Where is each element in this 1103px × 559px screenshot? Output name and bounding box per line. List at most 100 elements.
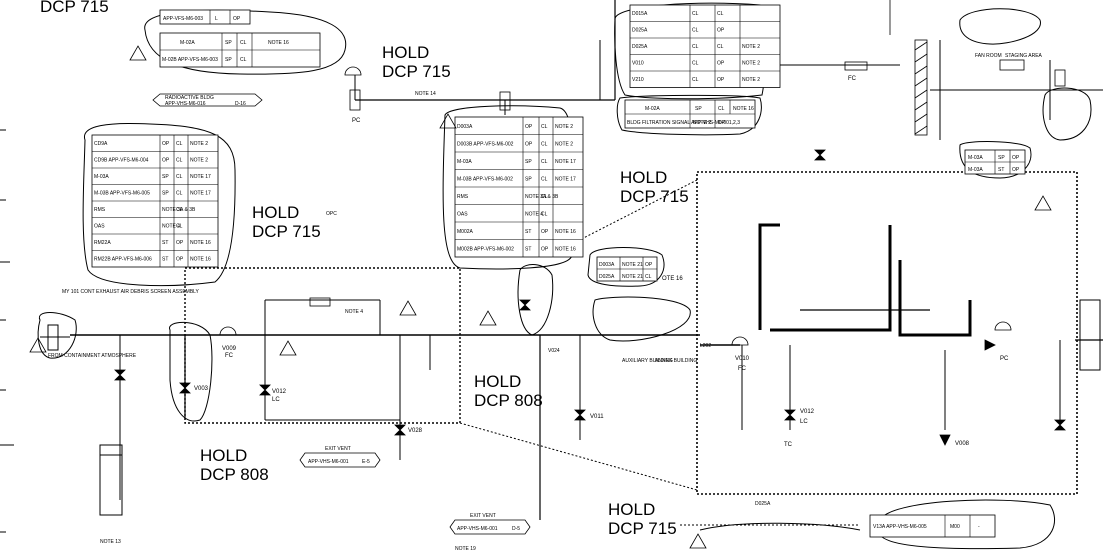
tableCenter-r4c0: RMS: [457, 194, 469, 200]
tableTopRight-r3c2: OP: [717, 61, 725, 67]
hold-7-line2: DCP 715: [608, 519, 677, 538]
tableCenter-r3c0: M-03B APP-VFS-M6-002: [457, 176, 513, 182]
tableTopRight-r4c2: OP: [717, 77, 725, 83]
table-top-small: APP-VFS-M6-003 L OP: [159, 9, 251, 25]
tableTopRight-r0c2: CL: [717, 11, 724, 17]
t8-c2: -: [978, 524, 980, 530]
tableLeft-r6c1: ST: [162, 240, 168, 246]
v009-label: V009: [222, 346, 237, 352]
from-cont-label: FROM CONTAINMENT ATMOSPHERE: [48, 353, 137, 359]
table-mid-right: D003A NOTE 21 OP D025A NOTE 21 CL: [596, 256, 658, 282]
fc-label: FC: [225, 353, 234, 359]
t2-r1c2: CL: [240, 57, 247, 63]
exit-vent-label: EXIT VENT: [325, 446, 351, 452]
screen-assembly: [40, 324, 123, 516]
tableLeft-r3c1: SP: [162, 191, 169, 197]
valve-upper: [519, 299, 531, 311]
tableCenter-r5c0: OAS: [457, 211, 468, 217]
tableCenter-r7c0: M002B APP-VFS-M6-002: [457, 246, 514, 252]
tableCenter-r6c1: ST: [525, 229, 531, 235]
hold-4-line2: DCP 715: [620, 187, 689, 206]
tableCenter-r4c1: NOTE 3A & 3B: [525, 194, 559, 200]
v010-label: V010: [735, 356, 750, 362]
exit-vent2-label: EXIT VENT: [470, 513, 496, 519]
valve-v008: [939, 434, 951, 446]
tableLeft-r6c2: OP: [176, 240, 184, 246]
tableTopRight-r1c2: OP: [717, 28, 725, 34]
tableTopRight-r3c0: V010: [632, 61, 644, 67]
tableTopRight-r2c0: D025A: [632, 44, 648, 50]
v024-label: V024: [548, 348, 560, 354]
tableCenter-r0c3: NOTE 2: [555, 124, 573, 130]
valve-v028: [394, 424, 406, 436]
tableTopRight-r2c1: CL: [692, 44, 699, 50]
hold-label-5: HOLD DCP 808: [474, 372, 543, 410]
tableTopRight-r0c1: CL: [692, 11, 699, 17]
exit-vent2-ref2: D-5: [512, 526, 520, 532]
fc-label-2: FC: [738, 366, 747, 372]
tableLeft-r5c0: OAS: [94, 224, 105, 230]
valves: [114, 149, 1066, 446]
hold-1-line2: DCP 715: [40, 0, 109, 16]
t7-r1c0: M-03A: [968, 167, 983, 173]
exit-vent-ref2: E-5: [362, 459, 370, 465]
tableLeft-r4c2: CL: [176, 207, 183, 213]
table-top-right-2: M-02A SP CL NOTE 16 BLDG FILTRATION SIGN…: [624, 99, 756, 129]
t5-r1c0: BLDG FILTRATION SIGNAL APP-VHS-M6-001,2,…: [627, 120, 740, 126]
tableLeft-r2c0: M-03A: [94, 174, 109, 180]
tableCenter-r3c1: SP: [525, 176, 532, 182]
tableCenter-r1c2: CL: [541, 141, 548, 147]
hold-4-line1: HOLD: [620, 168, 668, 187]
v008-label: V008: [955, 441, 970, 447]
tableLeft-r6c3: NOTE 16: [190, 240, 211, 246]
opc-label: OPC: [326, 211, 337, 217]
t5-r0c0: M-02A: [645, 106, 660, 112]
tableTopRight-r1c1: CL: [692, 28, 699, 34]
tableCenter-r5c2: CL: [541, 211, 548, 217]
tableCenter-r1c1: OP: [525, 141, 533, 147]
tableTopRight-r4c1: CL: [692, 77, 699, 83]
pc-label: PC: [1000, 356, 1009, 362]
wall-hatch: [889, 0, 928, 136]
fan-room-label: FAN ROOM: [975, 53, 1002, 59]
t7-r1c1: ST: [998, 167, 1004, 173]
hold-label-1: DCP 715: [40, 0, 109, 16]
t2-r0c3: NOTE 16: [268, 40, 289, 46]
t6-r0c2: OP: [645, 262, 653, 268]
tableCenter-r6c3: NOTE 16: [555, 229, 576, 235]
tc-label: TC: [784, 442, 793, 448]
tableLeft-r1c1: OP: [162, 158, 170, 164]
tableTopRight-r3c3: NOTE 2: [742, 61, 760, 67]
table-bottom-right: V13A APP-VHS-M6-005 M00 -: [869, 514, 996, 538]
tableTopRight-r2c3: NOTE 2: [742, 44, 760, 50]
tableLeft-r7c0: RM22B APP-VFS-M6-006: [94, 257, 152, 263]
valve-v011: [574, 409, 586, 421]
tableTopRight-r1c0: D025A: [632, 28, 648, 34]
t2-r0c1: SP: [225, 40, 232, 46]
tableCenter-r2c2: CL: [541, 159, 548, 165]
tableCenter-r7c3: NOTE 16: [555, 246, 576, 252]
tableLeft-r3c0: M-03B APP-VFS-M6-005: [94, 191, 150, 197]
pc-label-2: PC: [352, 118, 361, 124]
tableLeft-r2c3: NOTE 17: [190, 174, 211, 180]
t2-r1c1: SP: [225, 57, 232, 63]
tableLeft-r1c3: NOTE 2: [190, 158, 208, 164]
valve-v012: [259, 384, 271, 396]
process-lines: [70, 0, 1103, 520]
table-far-right: M-03A SP OP M-03A ST OP: [964, 149, 1026, 175]
tableLeft-r2c1: SP: [162, 174, 169, 180]
t6-r1c0: D025A: [599, 274, 615, 280]
hold-6-line2: DCP 808: [200, 465, 269, 484]
tableLeft-r2c2: CL: [176, 174, 183, 180]
tableLeft-r0c3: NOTE 2: [190, 141, 208, 147]
hold-2-line1: HOLD: [382, 43, 430, 62]
t1-c1: L: [215, 16, 218, 22]
tableLeft-r1c2: CL: [176, 158, 183, 164]
tableCenter-r3c3: NOTE 17: [555, 176, 576, 182]
t7-r0c2: OP: [1012, 155, 1020, 161]
tableCenter-r1c0: D003B APP-VFS-M6-002: [457, 141, 514, 147]
revision-triangles: [29, 45, 1052, 549]
tableLeft-r5c2: CL: [176, 224, 183, 230]
